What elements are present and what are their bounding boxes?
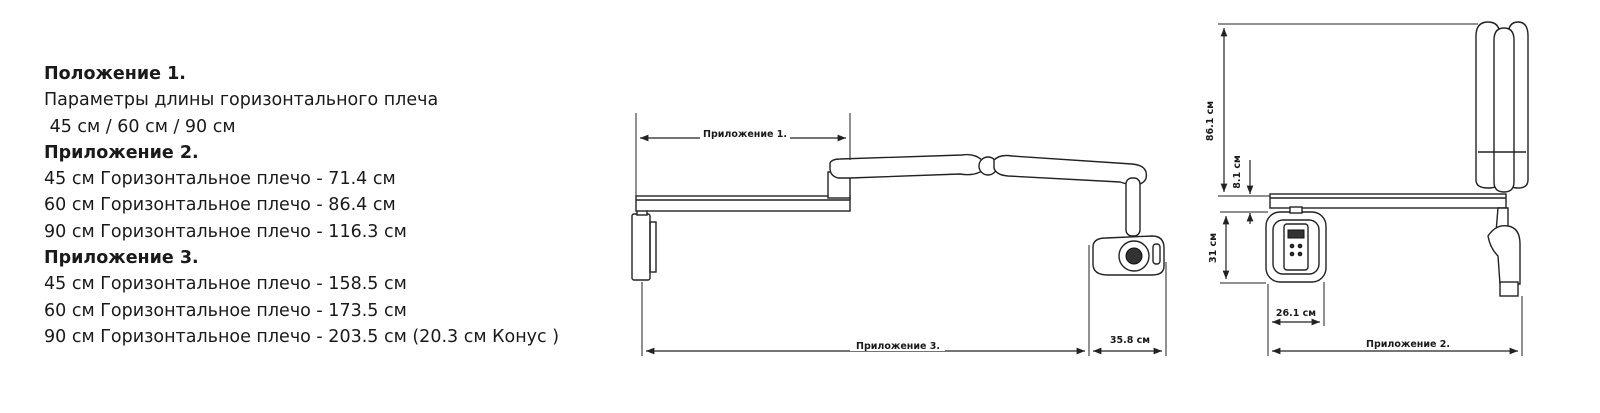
position1-description: Параметры длины горизонтального плеча [44,90,439,111]
cone-label-bg [1104,333,1156,345]
control-head-inner [1272,219,1320,275]
control-display [1287,229,1305,239]
control-button-2 [1297,243,1303,249]
horizontal-arm [635,195,851,212]
app2-dimension-label: Приложение 2. [1366,339,1450,350]
app1-dimension-label: Приложение 1. [703,129,787,140]
tube-head-handle [1152,243,1161,265]
specification-text: Положение 1. Параметры длины горизонталь… [44,61,604,350]
wall-plate-edge [649,221,657,273]
control-head-mount [1289,206,1303,214]
app2-label-bg [1360,338,1456,350]
side-view-drawing: Приложение 1. Приложение 3. 35.8 см [631,113,1167,356]
drop-dimension-label: 8.1 см [1232,155,1243,189]
cone-dimension-label: 35.8 см [1110,335,1150,346]
app2-heading: Приложение 2. [44,142,199,163]
position1-heading: Положение 1. [44,64,186,84]
front-horizontal-arm [1269,193,1507,209]
app2-line-90: 90 см Горизонтальное плечо - 116.3 см [44,221,407,242]
height-dimension-label: 86.1 см [1205,101,1216,141]
scissor-arm-segment-2 [993,154,1148,186]
app2-line-45: 45 см Горизонтальное плечо - 71.4 см [44,169,396,190]
width-dimension-label: 26.1 см [1276,308,1316,319]
control-button-3 [1289,251,1295,257]
app1-label-bg [700,127,790,139]
vertical-arm-center [1493,27,1515,193]
front-tube-head-side [1487,225,1521,285]
app2-line-60: 60 см Горизонтальное плечо - 86.4 см [44,195,396,216]
scissor-arm-segment-1 [829,153,985,179]
tube-head-hub [1125,247,1143,265]
front-view-drawing: 86.1 см 8.1 см 31 см 26.1 см Приложение … [1205,21,1529,356]
drop-arm [1125,177,1141,237]
app3-dimension-label: Приложение 3. [856,341,940,352]
app3-line-90: 90 см Горизонтальное плечо - 203.5 см (2… [44,326,560,347]
app3-line-60: 60 см Горизонтальное плечо - 173.5 см [44,300,407,321]
position1-values: 45 см / 60 см / 90 см [44,116,236,137]
head-dimension-label: 31 см [1208,233,1219,263]
control-button-1 [1289,243,1295,249]
app3-heading: Приложение 3. [44,248,199,269]
app3-label-bg [850,339,945,351]
app3-line-45: 45 см Горизонтальное плечо - 158.5 см [44,274,407,295]
front-tube-head-cone [1499,281,1519,297]
control-button-4 [1297,251,1303,257]
wall-plate [631,213,651,281]
